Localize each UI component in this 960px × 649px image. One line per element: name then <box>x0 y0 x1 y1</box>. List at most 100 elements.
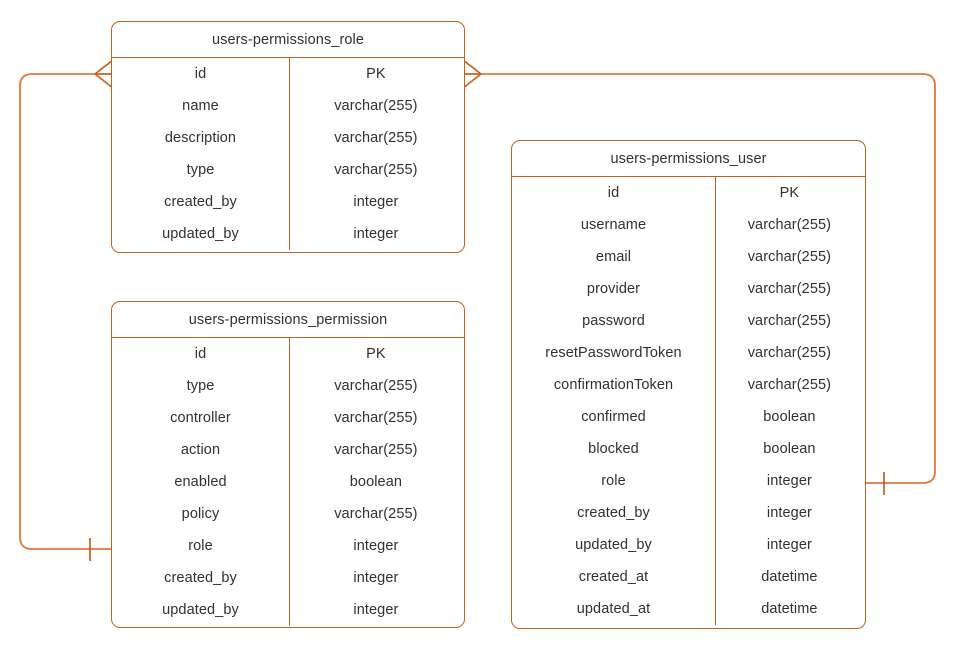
entity-column-row[interactable]: role integer <box>112 530 464 562</box>
column-type: integer <box>353 226 399 242</box>
column-name: controller <box>170 410 231 426</box>
column-divider <box>289 58 290 250</box>
column-name: created_by <box>577 505 650 521</box>
column-name: updated_by <box>162 602 239 618</box>
entity-column-row[interactable]: updated_by integer <box>112 594 464 626</box>
entity-column-row[interactable]: email varchar(255) <box>512 241 865 273</box>
column-type: integer <box>353 194 399 210</box>
entity-column-row[interactable]: updated_by integer <box>112 218 464 250</box>
column-name: created_by <box>164 570 237 586</box>
column-type: varchar(255) <box>747 249 832 265</box>
entity-column-row[interactable]: password varchar(255) <box>512 305 865 337</box>
column-type: varchar(255) <box>747 313 832 329</box>
entity-column-row[interactable]: id PK <box>512 177 865 209</box>
column-name: policy <box>181 506 220 522</box>
column-type: integer <box>766 537 812 553</box>
entity-title: users-permissions_user <box>512 141 865 177</box>
column-type: varchar(255) <box>334 506 418 522</box>
entity-column-row[interactable]: created_at datetime <box>512 561 865 593</box>
entity-column-row[interactable]: resetPasswordToken varchar(255) <box>512 337 865 369</box>
column-name: password <box>582 313 645 329</box>
column-name: created_by <box>164 194 237 210</box>
column-type: PK <box>779 185 800 201</box>
column-name: id <box>607 185 620 201</box>
entity-title: users-permissions_role <box>112 22 464 58</box>
column-name: description <box>164 130 237 146</box>
entity-title: users-permissions_permission <box>112 302 464 338</box>
relationship-role-to-permission <box>19 59 114 561</box>
entity-column-row[interactable]: created_by integer <box>112 186 464 218</box>
entity-column-row[interactable]: confirmationToken varchar(255) <box>512 369 865 401</box>
column-type: PK <box>366 66 386 82</box>
column-name: name <box>182 98 219 114</box>
entity-column-row[interactable]: created_by integer <box>512 497 865 529</box>
entity-column-row[interactable]: description varchar(255) <box>112 122 464 154</box>
entity-column-row[interactable]: id PK <box>112 338 464 370</box>
column-type: varchar(255) <box>334 378 418 394</box>
column-type: varchar(255) <box>334 410 418 426</box>
entity-column-row[interactable]: enabled boolean <box>112 466 464 498</box>
column-type: boolean <box>763 409 816 425</box>
column-type: integer <box>766 505 812 521</box>
crowsfoot-many-marker <box>462 59 482 89</box>
entity-column-row[interactable]: controller varchar(255) <box>112 402 464 434</box>
column-name: enabled <box>174 474 227 490</box>
column-type: integer <box>353 602 399 618</box>
column-name: created_at <box>578 569 649 585</box>
column-name: id <box>194 66 207 82</box>
column-type: boolean <box>763 441 816 457</box>
column-name: confirmed <box>581 409 646 425</box>
column-type: varchar(255) <box>747 217 832 233</box>
column-type: varchar(255) <box>334 162 418 178</box>
column-type: boolean <box>349 474 403 490</box>
entity-column-row[interactable]: blocked boolean <box>512 433 865 465</box>
column-name: type <box>186 162 215 178</box>
column-name: role <box>601 473 626 489</box>
entity-columns: id PK type varchar(255) controller varchar(25… <box>112 338 464 626</box>
column-type: varchar(255) <box>334 130 418 146</box>
column-type: integer <box>353 570 399 586</box>
entity-column-row[interactable]: policy varchar(255) <box>112 498 464 530</box>
entity-column-row[interactable]: role integer <box>512 465 865 497</box>
entity-columns: id PK username varchar(255) email varchar(255… <box>512 177 865 625</box>
entity-column-row[interactable]: type varchar(255) <box>112 370 464 402</box>
column-name: role <box>188 538 213 554</box>
column-type: PK <box>366 346 386 362</box>
entity-column-row[interactable]: updated_by integer <box>512 529 865 561</box>
entity-column-row[interactable]: provider varchar(255) <box>512 273 865 305</box>
column-type: integer <box>766 473 812 489</box>
column-name: action <box>180 442 221 458</box>
entity-column-row[interactable]: username varchar(255) <box>512 209 865 241</box>
column-type: varchar(255) <box>747 281 832 297</box>
column-type: varchar(255) <box>747 377 832 393</box>
column-name: updated_by <box>575 537 652 553</box>
column-name: provider <box>586 281 641 297</box>
entity-column-row[interactable]: id PK <box>112 58 464 90</box>
column-name: id <box>194 346 207 362</box>
entity-column-row[interactable]: type varchar(255) <box>112 154 464 186</box>
column-name: updated_by <box>162 226 239 242</box>
column-type: varchar(255) <box>747 345 832 361</box>
entity-column-row[interactable]: confirmed boolean <box>512 401 865 433</box>
column-name: resetPasswordToken <box>545 345 682 361</box>
column-name: username <box>580 217 647 233</box>
column-divider <box>715 177 716 625</box>
column-type: integer <box>353 538 399 554</box>
entity-columns: id PK name varchar(255) description varchar(2… <box>112 58 464 250</box>
entity-column-row[interactable]: created_by integer <box>112 562 464 594</box>
column-name: confirmationToken <box>553 377 674 393</box>
column-name: type <box>186 378 215 394</box>
column-divider <box>289 338 290 626</box>
entity-column-row[interactable]: name varchar(255) <box>112 90 464 122</box>
column-name: updated_at <box>576 601 651 617</box>
column-type: datetime <box>761 569 818 585</box>
column-type: varchar(255) <box>334 98 418 114</box>
column-name: blocked <box>588 441 639 457</box>
column-name: email <box>595 249 632 265</box>
